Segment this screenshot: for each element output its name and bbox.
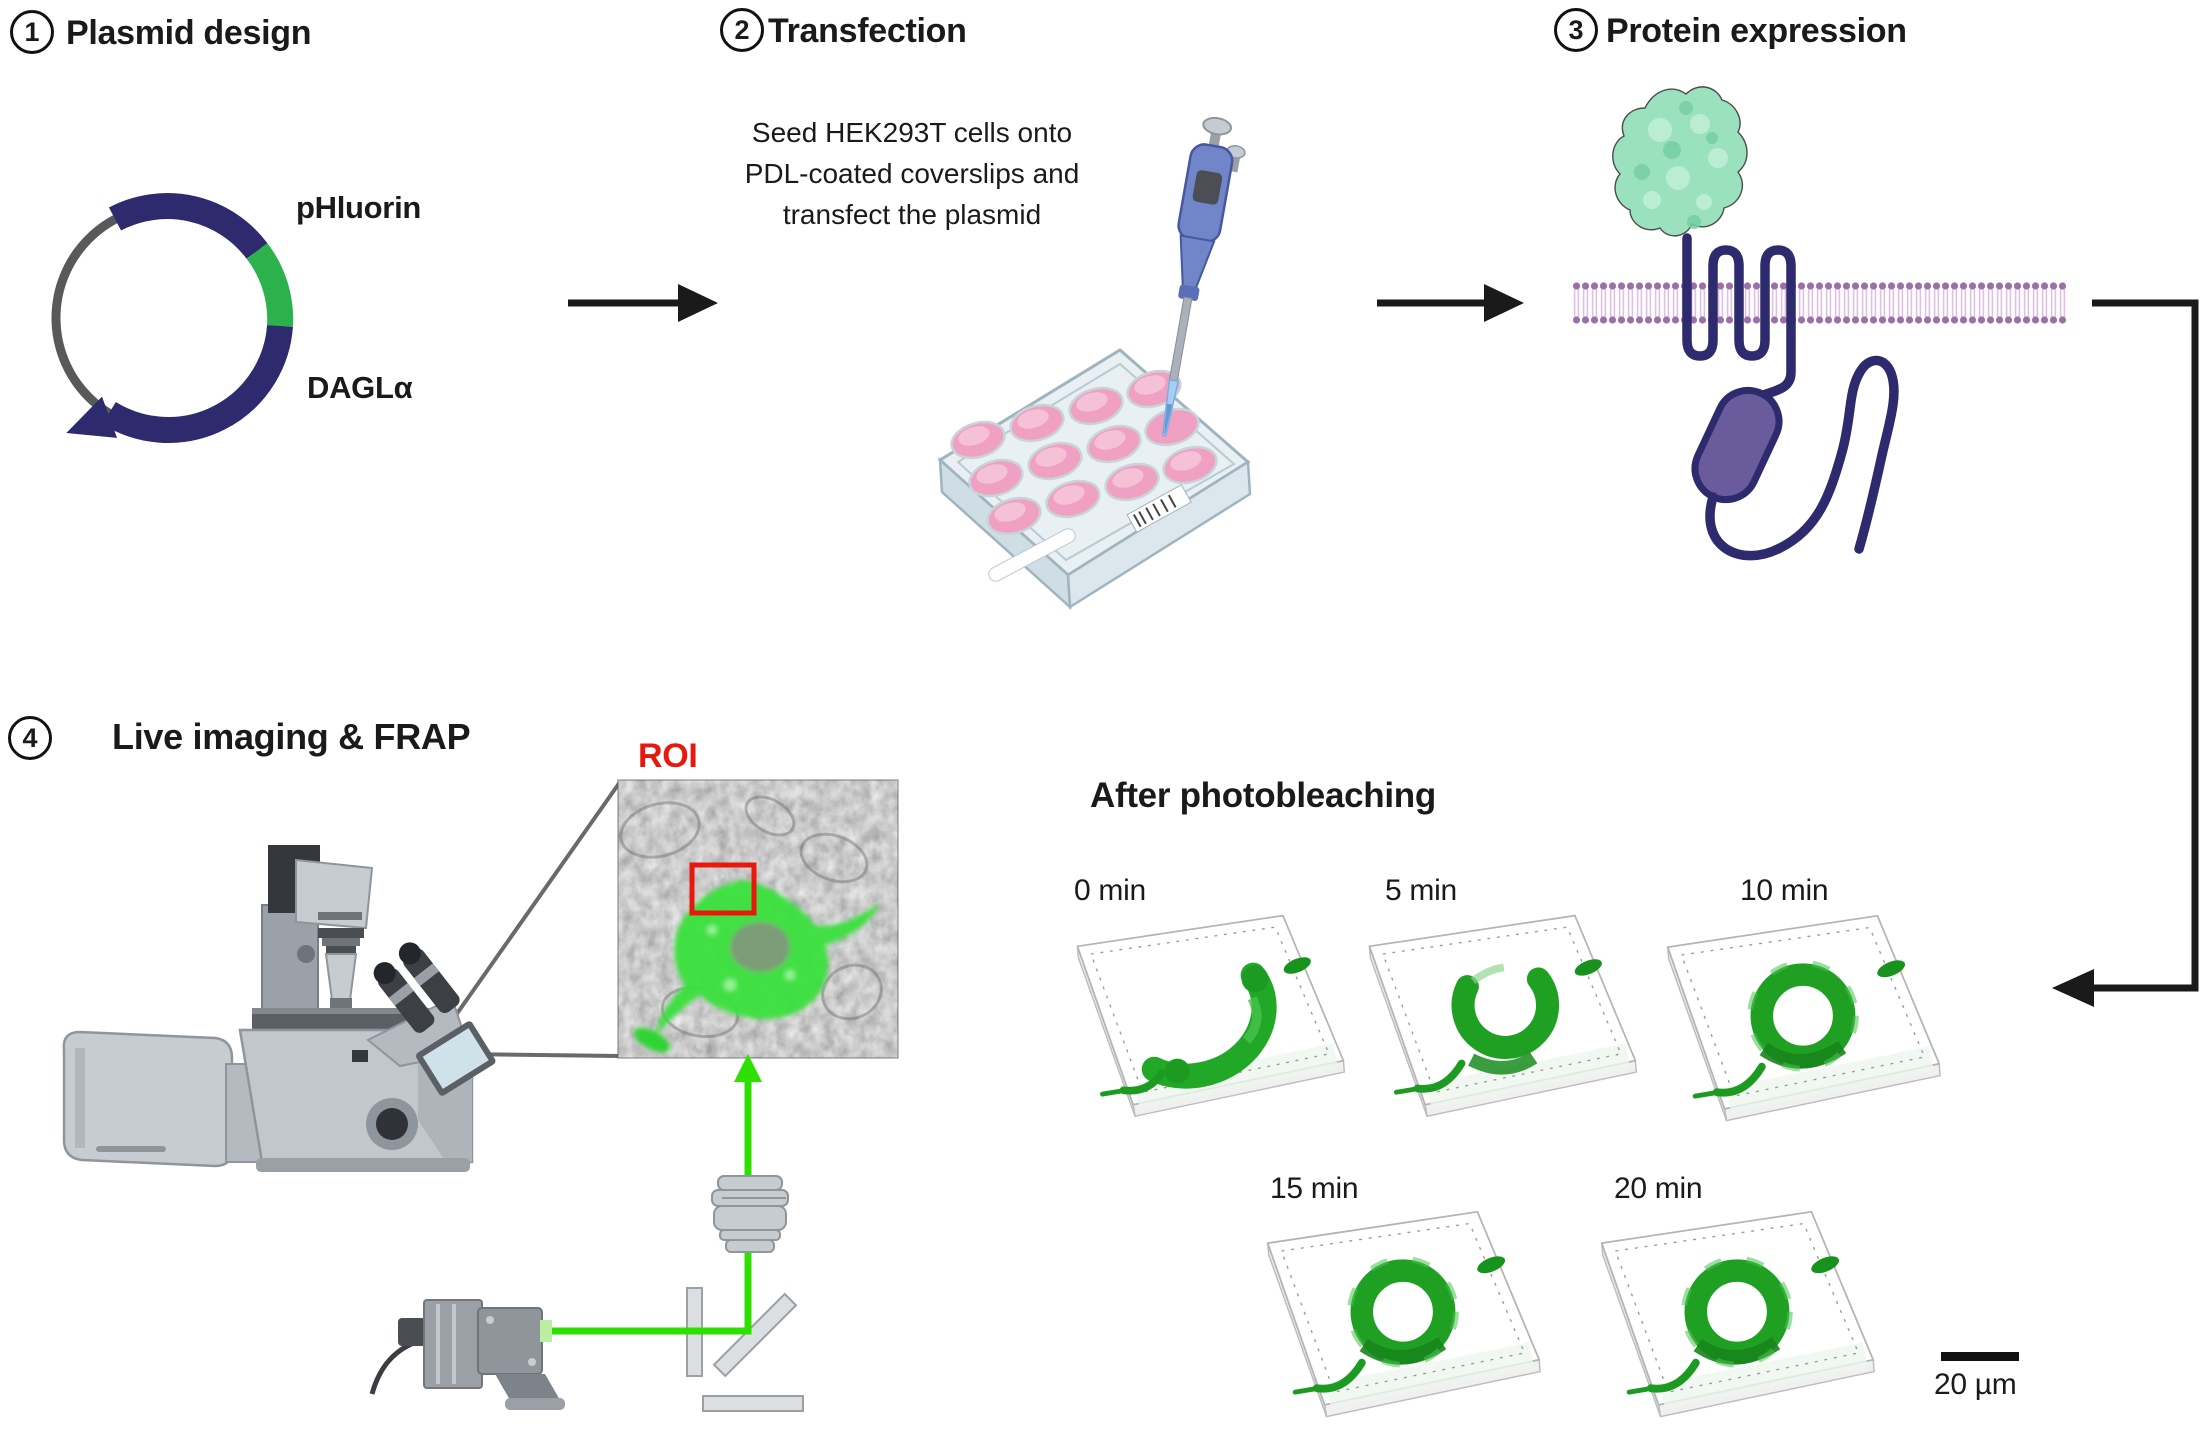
callout-lines — [435, 780, 622, 1058]
scale-bar — [1941, 1352, 2019, 1361]
connector-arrow — [2052, 299, 2199, 1007]
step-1-title: Plasmid design — [66, 14, 312, 52]
catalytic-domain-icon — [1691, 386, 1783, 504]
plasmid-icon — [51, 193, 294, 443]
frap-panel-10min — [1668, 916, 1940, 1121]
roi-label: ROI — [638, 737, 698, 775]
frap-panel-0min — [1077, 916, 1344, 1117]
frap-panel-20min — [1602, 1212, 1874, 1417]
touchscreen-icon — [415, 1021, 496, 1096]
photobleaching-heading: After photobleaching — [1090, 776, 1436, 815]
phluorin-label: pHluorin — [296, 190, 422, 225]
laser-icon — [369, 1299, 565, 1410]
transfection-note-line-1: Seed HEK293T cells onto — [751, 117, 1073, 148]
step-4-title: Live imaging & FRAP — [112, 716, 471, 757]
step-2-badge: 2 — [720, 8, 764, 52]
dichroic-mirror-icon — [712, 1292, 798, 1378]
flow-arrow-1 — [568, 284, 718, 322]
step-3-number: 3 — [1568, 14, 1584, 45]
step-4-badge: 4 — [8, 716, 52, 760]
fluorescent-cell — [633, 880, 880, 1053]
timepoint-label-4: 20 min — [1614, 1172, 1703, 1205]
phluorin-protein-icon — [1612, 86, 1748, 237]
step-4-number: 4 — [22, 722, 38, 753]
timepoint-label-3: 15 min — [1270, 1172, 1359, 1205]
timepoint-label-0: 0 min — [1074, 874, 1146, 907]
timepoint-label-2: 10 min — [1740, 874, 1829, 907]
c-tail-icon — [1705, 355, 1899, 561]
frap-panel-15min — [1268, 1212, 1540, 1417]
step-3-badge: 3 — [1554, 8, 1598, 52]
flow-arrow-2 — [1377, 284, 1524, 322]
eyepieces-icon — [373, 942, 460, 1033]
roi-rectangle — [689, 862, 757, 916]
plate-barcode — [1126, 484, 1192, 533]
micrograph-image — [617, 779, 899, 1059]
lipid-bilayer-icon — [1572, 281, 2066, 325]
step-1-number: 1 — [24, 16, 40, 47]
tm-domain-icon — [1682, 233, 1796, 400]
microscope-icon — [62, 845, 496, 1172]
timepoint-label-1: 5 min — [1385, 874, 1457, 907]
transfection-note-line-3: transfect the plasmid — [782, 199, 1042, 230]
step-1-badge: 1 — [10, 10, 54, 54]
pipette-icon — [1161, 116, 1246, 437]
scale-bar-label: 20 µm — [1934, 1368, 2017, 1401]
transfection-note: Seed HEK293T cells onto PDL-coated cover… — [730, 112, 1094, 235]
step-2-title: Transfection — [768, 12, 967, 50]
step-2-number: 2 — [734, 14, 750, 45]
transfection-note-line-2: PDL-coated coverslips and — [744, 158, 1080, 189]
dagla-label: DAGLα — [307, 370, 413, 405]
dagla-protein-icon — [1682, 233, 1899, 561]
emission-filter-icon — [702, 1395, 804, 1412]
objective-lens-icon — [711, 1175, 789, 1253]
laser-beam — [552, 1054, 762, 1335]
frap-panel-5min — [1369, 916, 1636, 1117]
well-plate-icon — [937, 348, 1252, 610]
step-3-title: Protein expression — [1606, 12, 1907, 50]
